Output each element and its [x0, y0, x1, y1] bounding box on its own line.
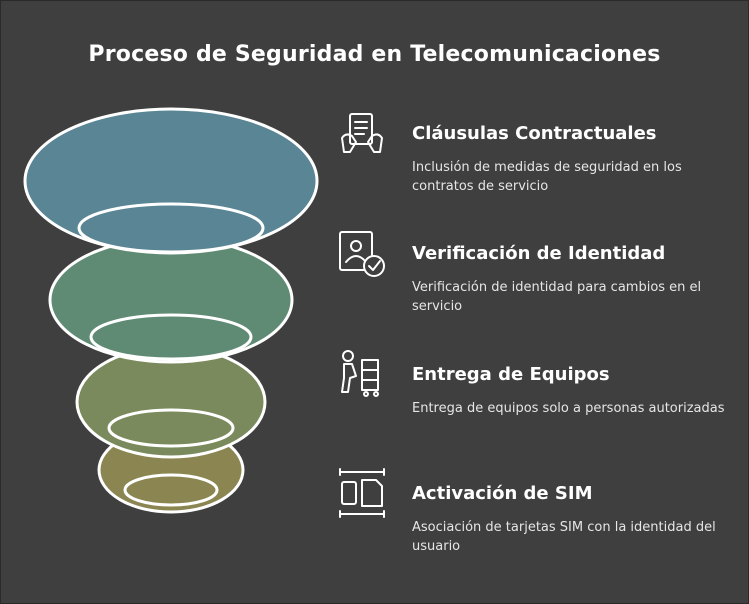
contract-document-icon [341, 113, 383, 153]
funnel-layer-1 [23, 107, 319, 255]
funnel-layer-3 [75, 345, 267, 459]
step-4-description: Asociación de tarjetas SIM con la identi… [412, 520, 716, 554]
equipment-delivery-icon [341, 350, 379, 397]
step-1-description: Inclusión de medidas de seguridad en los… [412, 160, 682, 194]
identity-check-icon [339, 231, 385, 277]
sim-card-icon [339, 468, 385, 518]
step-1-title: Cláusulas Contractuales [412, 123, 657, 144]
step-2-description: Verificación de identidad para cambios e… [412, 280, 702, 314]
funnel-layer-2 [48, 236, 294, 364]
step-4-title: Activación de SIM [412, 483, 593, 504]
diagram-title: Proceso de Seguridad en Telecomunicacion… [88, 42, 661, 67]
step-3-title: Entrega de Equipos [412, 364, 610, 385]
step-2-title: Verificación de Identidad [412, 243, 666, 264]
step-3-description: Entrega de equipos solo a personas autor… [412, 401, 725, 416]
